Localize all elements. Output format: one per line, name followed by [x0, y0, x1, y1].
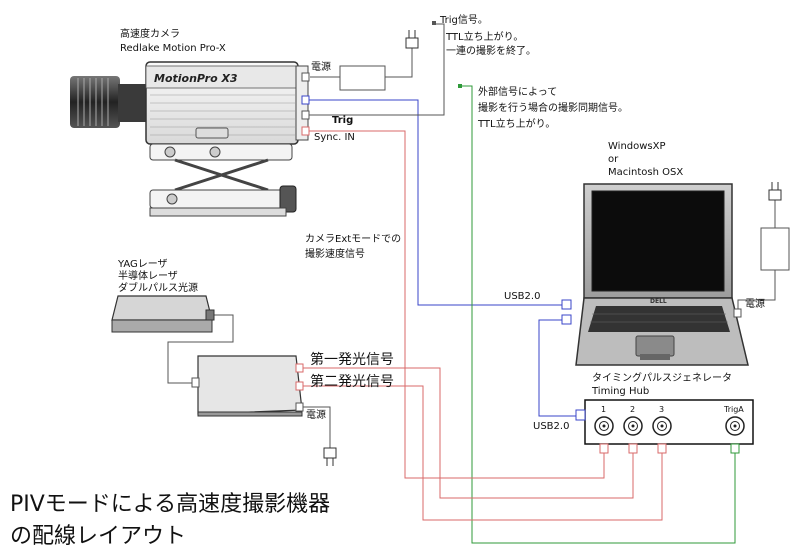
- hub-connector-3-label: 3: [659, 405, 665, 414]
- camera-usb-port: [301, 95, 310, 105]
- laser-head: [111, 295, 215, 333]
- camera-body-label: MotionPro X3: [154, 72, 238, 85]
- signal2-wire: [302, 385, 663, 521]
- laser-signal1-label: 第一発光信号: [310, 352, 394, 368]
- laser-power-label: 電源: [306, 410, 326, 421]
- laptop-power-port: [733, 308, 742, 318]
- hub-usb-port: [575, 409, 586, 421]
- camera-model: Redlake Motion Pro-X: [120, 43, 226, 54]
- camera-power-plug-icon: [405, 30, 419, 49]
- trig-note-marker: [432, 21, 436, 25]
- signal1-wire: [302, 367, 634, 499]
- camera-power-adapter: [339, 65, 386, 91]
- sync-note-line-3: TTL立ち上がり。: [478, 119, 556, 130]
- hub-connector-2-label: 2: [630, 405, 636, 414]
- camera-power-port: [301, 72, 310, 82]
- camera-stand: [174, 158, 269, 192]
- sync-in-wire: [307, 130, 605, 479]
- triga-wire: [458, 85, 736, 544]
- signal1-port: [295, 363, 304, 373]
- timing-hub-usb-label: USB2.0: [533, 421, 570, 432]
- laptop-usb-port-1: [561, 299, 572, 310]
- laser-name-line-1: YAGレーザ: [118, 259, 168, 270]
- hub-connector-2: [623, 416, 643, 436]
- hub-out-port-1: [599, 443, 609, 454]
- laser-power-plug-icon: [323, 447, 337, 466]
- hub-out-port-3: [657, 443, 667, 454]
- hub-connector-1: [594, 416, 614, 436]
- camera-name: 高速度カメラ: [120, 29, 180, 40]
- hub-connector-3: [652, 416, 672, 436]
- camera-usb-wire: [308, 99, 562, 306]
- hub-out-port-2: [628, 443, 638, 454]
- sync-note-line-1: 外部信号によって: [478, 87, 558, 98]
- sync-note-marker: [458, 84, 462, 88]
- page-title-line-1: PIVモードによる高速度撮影機器: [10, 492, 331, 517]
- trig-wire: [308, 23, 445, 116]
- laptop-screen: [591, 190, 725, 292]
- hub-connector-triga-label: TrigA: [724, 405, 744, 414]
- camera-sync-port: [301, 126, 310, 136]
- trig-note-line-3: 一連の撮影を終了。: [446, 46, 536, 57]
- computer-power-adapter: [760, 227, 790, 271]
- camera-power-label: 電源: [311, 62, 331, 73]
- laser-link-wire: [167, 314, 234, 384]
- computer-os-line-3: Macintosh OSX: [608, 167, 684, 178]
- high-speed-camera: MotionPro X3: [70, 61, 310, 217]
- computer-os-line-2: or: [608, 154, 619, 165]
- camera-ext-note-line-1: カメラExtモードでの: [305, 234, 402, 245]
- laptop-usb-port-2: [561, 314, 572, 325]
- laser-name-line-3: ダブルパルス光源: [118, 283, 198, 294]
- computer-power-label: 電源: [745, 299, 765, 310]
- camera-trig-label: Trig: [332, 115, 354, 126]
- camera-sync-label: Sync. IN: [314, 132, 355, 143]
- laser-name-line-2: 半導体レーザ: [118, 271, 178, 282]
- laptop-computer: DELL: [561, 183, 749, 366]
- timing-hub: [575, 399, 754, 454]
- hub-out-port-triga: [730, 443, 740, 454]
- trig-note-line-2: TTL立ち上がり。: [446, 32, 524, 43]
- computer-os-line-1: WindowsXP: [608, 141, 666, 152]
- wires: [167, 23, 776, 544]
- signal2-port: [295, 381, 304, 391]
- timing-hub-name-jp: タイミングパルスジェネレータ: [592, 373, 732, 384]
- camera-ext-note-line-2: 撮影速度信号: [305, 249, 365, 260]
- computer-power-plug-icon: [768, 182, 782, 201]
- camera-adapter-cord: [385, 48, 413, 78]
- hub-connector-1-label: 1: [601, 405, 607, 414]
- computer-usb-label: USB2.0: [504, 291, 541, 302]
- hub-connector-triga: [725, 416, 745, 436]
- hub-usb-wire: [538, 319, 585, 417]
- computer-power-wire: [737, 270, 776, 313]
- laptop-brand: DELL: [650, 298, 667, 305]
- page-title-line-2: の配線レイアウト: [10, 524, 187, 549]
- sync-note-line-2: 撮影を行う場合の撮影同期信号。: [478, 103, 628, 114]
- laser-power-port: [295, 402, 304, 412]
- laser-signal2-label: 第二発光信号: [310, 374, 394, 390]
- timing-hub-name-en: Timing Hub: [592, 386, 650, 397]
- laser-power-wire: [302, 406, 331, 448]
- laptop-touchpad: [635, 335, 675, 357]
- camera-trig-port: [301, 110, 310, 120]
- trig-note-line-1: Trig信号。: [440, 15, 488, 26]
- laser-driver-box: [191, 355, 304, 417]
